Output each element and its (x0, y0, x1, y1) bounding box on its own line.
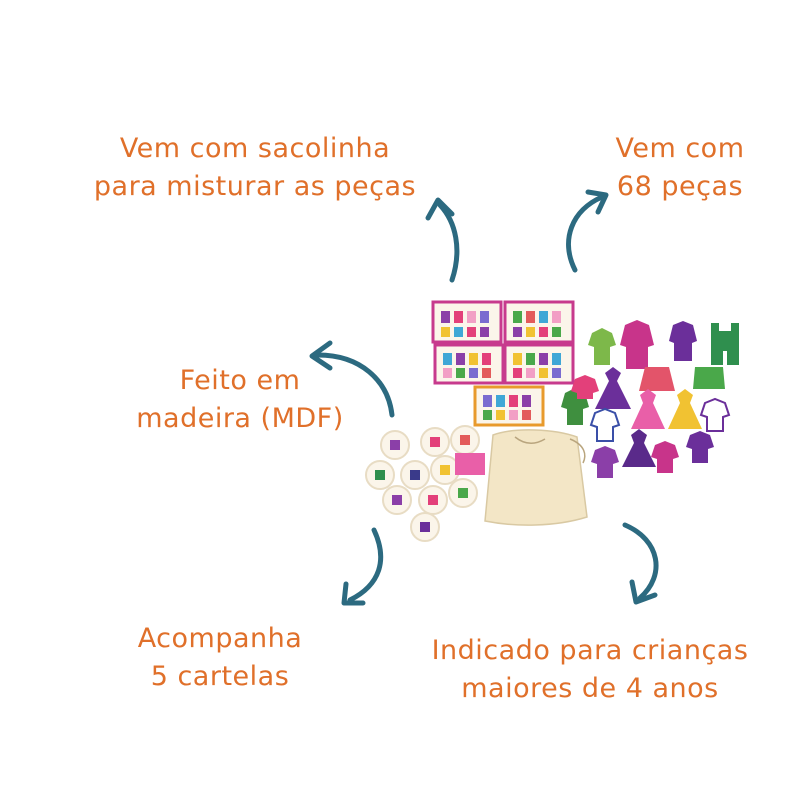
label-cards-line1: Acompanha (137, 623, 303, 654)
arrow-to-pieces (566, 189, 609, 273)
label-bag-line1: Vem com sacolinha (119, 133, 391, 164)
clothing-pieces (561, 320, 739, 478)
label-bag: Vem com sacolinha para misturar as peças (90, 130, 420, 206)
label-pieces-line2: 68 peças (616, 171, 744, 202)
clothing-piece (711, 323, 739, 365)
clothing-piece (622, 429, 656, 467)
card-clothes (441, 311, 561, 420)
arrow-to-material (309, 340, 395, 418)
arrow-to-cards (341, 527, 384, 606)
clothing-piece (455, 453, 485, 475)
label-age-line1: Indicado para crianças (431, 635, 749, 666)
token-clothes (375, 435, 470, 532)
clothing-piece (651, 441, 679, 473)
fabric-bag (484, 429, 588, 526)
arrow-to-age (622, 522, 659, 605)
clothing-piece (669, 321, 697, 361)
clothing-piece (699, 397, 731, 432)
clothing-piece (591, 446, 619, 478)
label-pieces: Vem com 68 peças (600, 130, 760, 206)
clothing-piece (693, 367, 725, 389)
clothing-piece (589, 407, 621, 442)
label-pieces-line1: Vem com (615, 133, 745, 164)
product-image (365, 300, 739, 542)
label-age-line2: maiores de 4 anos (461, 673, 719, 704)
clothing-piece (639, 367, 675, 391)
clothing-piece (631, 389, 665, 429)
label-material-line1: Feito em (179, 365, 301, 396)
label-bag-line2: para misturar as peças (93, 171, 417, 202)
clothing-piece (686, 431, 714, 463)
clothing-piece (595, 367, 631, 409)
clothing-piece (571, 375, 599, 399)
label-cards-line2: 5 cartelas (150, 661, 290, 692)
label-age: Indicado para crianças maiores de 4 anos (405, 632, 775, 708)
label-material-line2: madeira (MDF) (136, 403, 344, 434)
clothing-piece (588, 328, 616, 365)
arrow-to-bag (425, 197, 460, 283)
clothing-piece (620, 320, 654, 369)
clothing-piece (668, 389, 702, 429)
label-material: Feito em madeira (MDF) (130, 362, 350, 438)
label-cards: Acompanha 5 cartelas (120, 620, 320, 696)
